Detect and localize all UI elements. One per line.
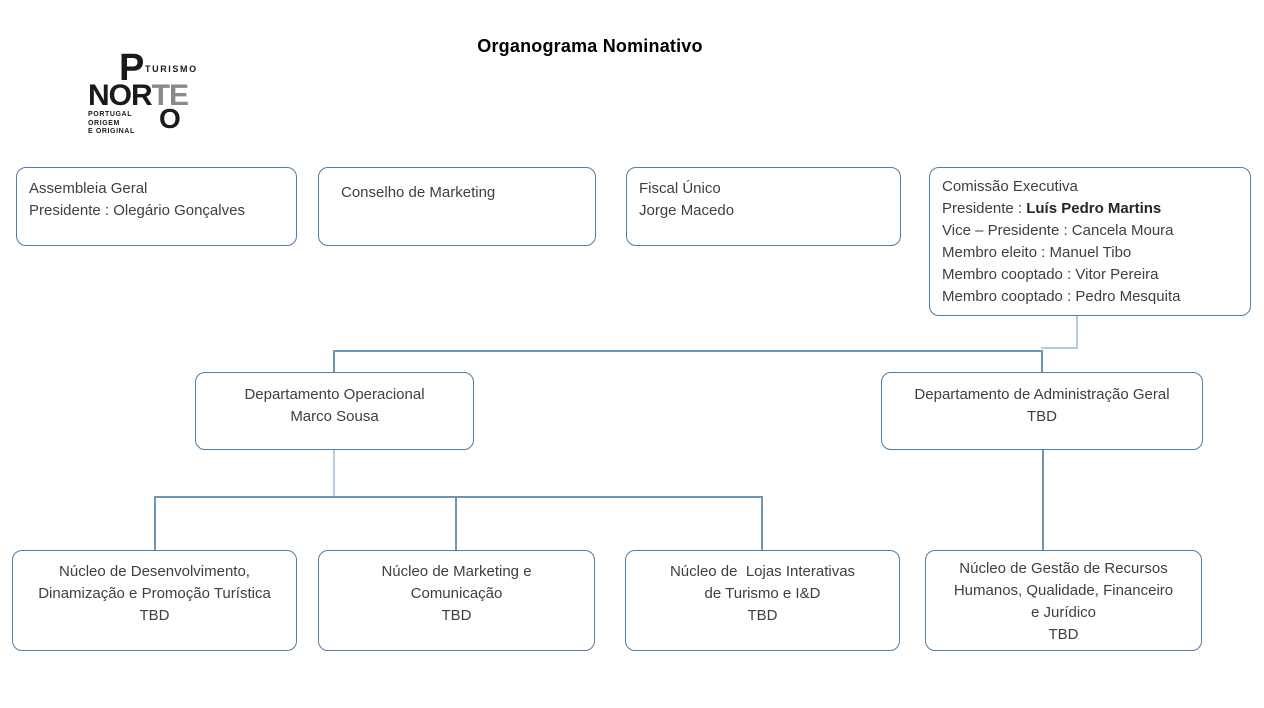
page-title: Organograma Nominativo	[477, 36, 703, 56]
box-nucleo-desenvolvimento: Núcleo de Desenvolvimento, Dinamização e…	[12, 550, 297, 651]
box-title: Assembleia Geral	[29, 180, 148, 197]
logo-letter-o: O	[159, 103, 181, 134]
connector-operacional-down	[333, 450, 335, 498]
logo-tagline-line1: PORTUGAL	[88, 111, 133, 118]
presidente-label: Presidente :	[942, 200, 1027, 217]
box-title-line2: Dinamização e Promoção Turística	[38, 585, 271, 602]
box-title: Conselho de Marketing	[341, 184, 496, 201]
box-person: Presidente : Olegário Gonçalves	[29, 202, 245, 219]
connector-comissao-down	[1076, 316, 1078, 349]
logo-tagline-line3: E ORIGINAL	[88, 128, 135, 135]
box-title-line1: Núcleo de Lojas Interativas	[669, 563, 856, 580]
box-person: Marco Sousa	[290, 408, 379, 425]
box-assembleia-geral: Assembleia Geral Presidente : Olegário G…	[16, 167, 297, 246]
logo-tagline: PORTUGAL ORIGEM E ORIGINAL	[88, 111, 135, 137]
logo-norte-dark: NOR	[88, 79, 153, 112]
connector-top-horizontal	[333, 350, 1043, 352]
box-membro-eleito-line: Membro eleito : Manuel Tibo	[942, 244, 1132, 261]
box-title-line1: Núcleo de Desenvolvimento,	[59, 563, 250, 580]
box-departamento-operacional: Departamento Operacional Marco Sousa	[195, 372, 474, 450]
box-person: TBD	[747, 607, 778, 624]
box-title: Fiscal Único	[639, 180, 721, 197]
logo-norte-text: NORTE	[88, 79, 189, 112]
box-person: TBD	[1027, 408, 1057, 425]
box-fiscal-unico: Fiscal Único Jorge Macedo	[626, 167, 901, 246]
box-title: Comissão Executiva	[942, 178, 1078, 195]
connector-lower-horizontal	[154, 496, 763, 498]
turismo-porto-norte-logo: P TURISMO NORTE O PORTUGAL ORIGEM E ORIG…	[88, 49, 218, 139]
connector-to-nucleo-lojas	[761, 496, 763, 550]
box-title-line2: de Turismo e I&D	[704, 585, 821, 602]
box-presidente-line: Presidente : Luís Pedro Martins	[942, 198, 1238, 220]
box-title-line2: Comunicação	[410, 585, 503, 602]
box-title-line1: Núcleo de Gestão de Recursos	[959, 560, 1168, 577]
logo-tagline-line2: ORIGEM	[88, 119, 120, 127]
logo-turismo-text: TURISMO	[145, 64, 198, 74]
box-nucleo-marketing-comunicacao: Núcleo de Marketing e Comunicação TBD	[318, 550, 595, 651]
box-title-line1: Núcleo de Marketing e	[381, 563, 532, 580]
box-person: TBD	[441, 607, 472, 624]
box-vice-presidente-line: Vice – Presidente : Cancela Moura	[942, 222, 1174, 239]
box-conselho-marketing: Conselho de Marketing	[318, 167, 596, 246]
logo-letter-p: P	[119, 47, 145, 89]
box-membro-cooptado-line-2: Membro cooptado : Pedro Mesquita	[942, 288, 1181, 305]
connector-to-dep-operacional	[333, 350, 335, 372]
box-nucleo-lojas-interativas: Núcleo de Lojas Interativas de Turismo e…	[625, 550, 900, 651]
box-title-line3: e Jurídico	[1030, 604, 1097, 621]
box-title: Departamento de Administração Geral	[914, 386, 1170, 403]
connector-to-nucleo-marketing	[455, 496, 457, 550]
box-membro-cooptado-line-1: Membro cooptado : Vitor Pereira	[942, 266, 1159, 283]
box-person: TBD	[139, 607, 170, 624]
connector-comissao-elbow	[1041, 347, 1078, 349]
box-title: Departamento Operacional	[244, 386, 425, 403]
box-title-line2: Humanos, Qualidade, Financeiro	[953, 582, 1174, 599]
box-nucleo-gestao-recursos: Núcleo de Gestão de Recursos Humanos, Qu…	[925, 550, 1202, 651]
box-person: TBD	[1048, 626, 1079, 643]
box-comissao-executiva: Comissão Executiva Presidente : Luís Ped…	[929, 167, 1251, 316]
box-departamento-administracao-geral: Departamento de Administração Geral TBD	[881, 372, 1203, 450]
presidente-nome: Luís Pedro Martins	[1026, 200, 1162, 217]
connector-to-nucleo-desenv	[154, 496, 156, 550]
connector-to-nucleo-gestao	[1042, 450, 1044, 550]
logo-norte-gray: TE	[151, 79, 189, 112]
connector-to-dep-admin	[1041, 350, 1043, 372]
box-person: Jorge Macedo	[639, 202, 735, 219]
